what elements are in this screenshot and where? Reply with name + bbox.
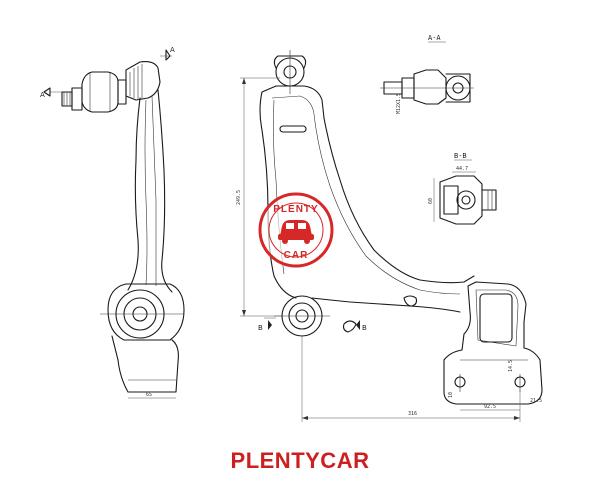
technical-drawing: 65 A A — [40, 34, 543, 422]
section-a-a-label: A-A — [428, 34, 441, 42]
section-a-a: A-A M12X1.5 — [380, 34, 474, 114]
watermark-stamp: PLENTY CAR — [258, 192, 334, 268]
dim-14: 14.5 — [508, 360, 514, 372]
dim-aa-small: M12X1.5 — [396, 93, 402, 114]
brand-name: PLENTYCAR — [230, 448, 370, 473]
section-b-b: B-B 44.7 60 — [428, 152, 497, 225]
arrow-b-right: B — [362, 324, 367, 332]
section-b-b-label: B-B — [454, 152, 467, 160]
car-icon — [278, 220, 314, 244]
dim-bb-height: 60 — [428, 198, 434, 204]
dim-bb-width: 44.7 — [456, 166, 468, 172]
dim-height: 249.5 — [236, 190, 242, 205]
side-view: 65 A A — [40, 46, 185, 399]
watermark-top-text: PLENTY — [273, 204, 318, 215]
dim-left-bottom: 65 — [146, 392, 152, 398]
arrow-b-left: B — [258, 324, 263, 332]
dim-total-length: 316 — [408, 411, 417, 417]
arrow-a-left: A — [40, 91, 45, 99]
dim-10: 10 — [448, 392, 454, 398]
dim-width-92: 92.5 — [484, 404, 496, 410]
watermark-bottom-text: CAR — [284, 250, 309, 261]
arrow-a-right: A — [170, 46, 175, 54]
dim-21: 21.5 — [530, 398, 542, 404]
